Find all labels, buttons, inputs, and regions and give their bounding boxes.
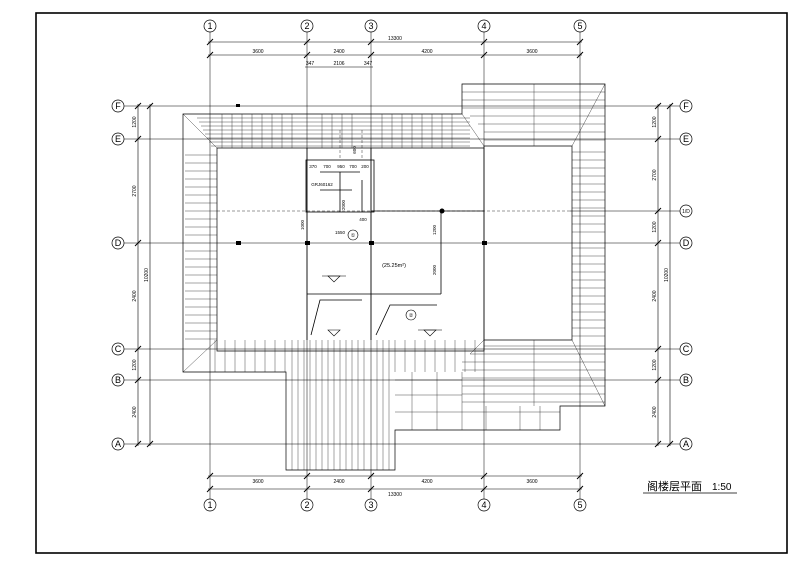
dim-core-misc-4: 400 (359, 217, 367, 222)
dim-core-5: 200 (361, 164, 369, 169)
dim-top-sub-2: 2106 (333, 61, 344, 67)
axis-label-row-d-left: D (115, 238, 122, 248)
axis-label-row-d-right: D (683, 238, 690, 248)
axis-label-row-e-right: E (683, 134, 689, 144)
dim-core-misc-5: 1000 (300, 219, 305, 230)
axis-bubbles (111, 19, 693, 512)
dimension-lines (137, 41, 671, 490)
sheet-border (35, 12, 788, 554)
dim-top-seg-2: 2400 (333, 49, 344, 55)
axis-label-col-5-bottom: 5 (577, 500, 582, 510)
dim-bottom-seg-4: 3600 (526, 479, 537, 485)
dim-left-seg-2: 2700 (132, 185, 138, 196)
room-area-label: (25.25m²) (382, 263, 406, 269)
interior-walls (305, 148, 485, 340)
column-markers (236, 104, 487, 245)
axis-label-row-e-left: E (115, 134, 121, 144)
dim-right-seg-2: 2700 (652, 169, 658, 180)
axis-label-row-a-left: A (115, 439, 121, 449)
axis-label-row-b-left: B (115, 375, 121, 385)
dim-left-total: 10200 (144, 268, 150, 282)
axis-label-col-1-top: 1 (207, 21, 212, 31)
dim-core-misc-2: 1200 (432, 224, 437, 235)
dim-right-seg-1: 1200 (652, 116, 658, 127)
stair-note: GRJ60162 (311, 182, 333, 187)
dim-core-1: 370 (309, 164, 317, 169)
drawing-scale: 1:50 (712, 482, 732, 493)
axis-label-col-1-bottom: 1 (207, 500, 212, 510)
dim-right-total: 10200 (664, 268, 670, 282)
axis-label-col-4-top: 4 (481, 21, 486, 31)
level-markers (322, 275, 442, 337)
callout-2-label: ② (409, 313, 414, 319)
dim-bottom-total: 13300 (388, 492, 402, 498)
dim-core-misc-6: 600 (352, 146, 357, 154)
dim-left-seg-3: 2400 (132, 290, 138, 301)
dimension-ticks (134, 38, 674, 493)
dim-core-4: 700 (349, 164, 357, 169)
dim-core-2: 700 (323, 164, 331, 169)
dim-bottom-seg-2: 2400 (333, 479, 344, 485)
dim-top-total: 13300 (388, 36, 402, 42)
dim-core-misc-7: 2000 (341, 199, 346, 210)
dim-top-seg-3: 4200 (421, 49, 432, 55)
axis-label-row-f-left: F (115, 101, 121, 111)
dashed-lines (217, 130, 572, 212)
axis-label-row-c-right: C (683, 344, 690, 354)
axis-label-col-2-bottom: 2 (304, 500, 309, 510)
dim-bottom-seg-1: 3600 (252, 479, 263, 485)
dim-top-sub-3: 347 (364, 61, 373, 67)
callout-1-label: ① (351, 233, 356, 239)
dim-right-seg-5: 1200 (652, 359, 658, 370)
axis-label-row-f-right: F (683, 101, 689, 111)
axis-label-col-4-bottom: 4 (481, 500, 486, 510)
drawing-title: 阁楼层平面 (647, 479, 702, 493)
dim-core-3: 950 (337, 164, 345, 169)
dim-left-seg-4: 1200 (132, 359, 138, 370)
axis-label-col-2-top: 2 (304, 21, 309, 31)
dim-left-seg-1: 1200 (132, 116, 138, 127)
dim-bottom-seg-3: 4200 (421, 479, 432, 485)
dim-core-misc-1: 1550 (335, 230, 346, 235)
dim-top-seg-1: 3600 (252, 49, 263, 55)
detail-callout-2 (405, 309, 417, 321)
axis-label-row-a-right: A (683, 439, 689, 449)
dim-right-seg-3: 1200 (652, 221, 658, 232)
dim-top-sub-1: 347 (306, 61, 315, 67)
axis-label-row-1d-right: 1/D (682, 209, 690, 215)
axis-label-row-c-left: C (115, 344, 122, 354)
axis-label-col-3-top: 3 (368, 21, 373, 31)
dim-top-seg-4: 3600 (526, 49, 537, 55)
dim-right-seg-6: 2400 (652, 406, 658, 417)
detail-callout-1 (347, 229, 359, 241)
dim-right-seg-4: 2400 (652, 290, 658, 301)
axis-label-row-b-right: B (683, 375, 689, 385)
axis-label-col-3-bottom: 3 (368, 500, 373, 510)
axis-lines (124, 30, 680, 500)
roof-hatching (182, 83, 606, 470)
dim-left-seg-5: 2400 (132, 406, 138, 417)
dim-core-misc-3: 2000 (432, 264, 437, 275)
axis-label-col-5-top: 5 (577, 21, 582, 31)
